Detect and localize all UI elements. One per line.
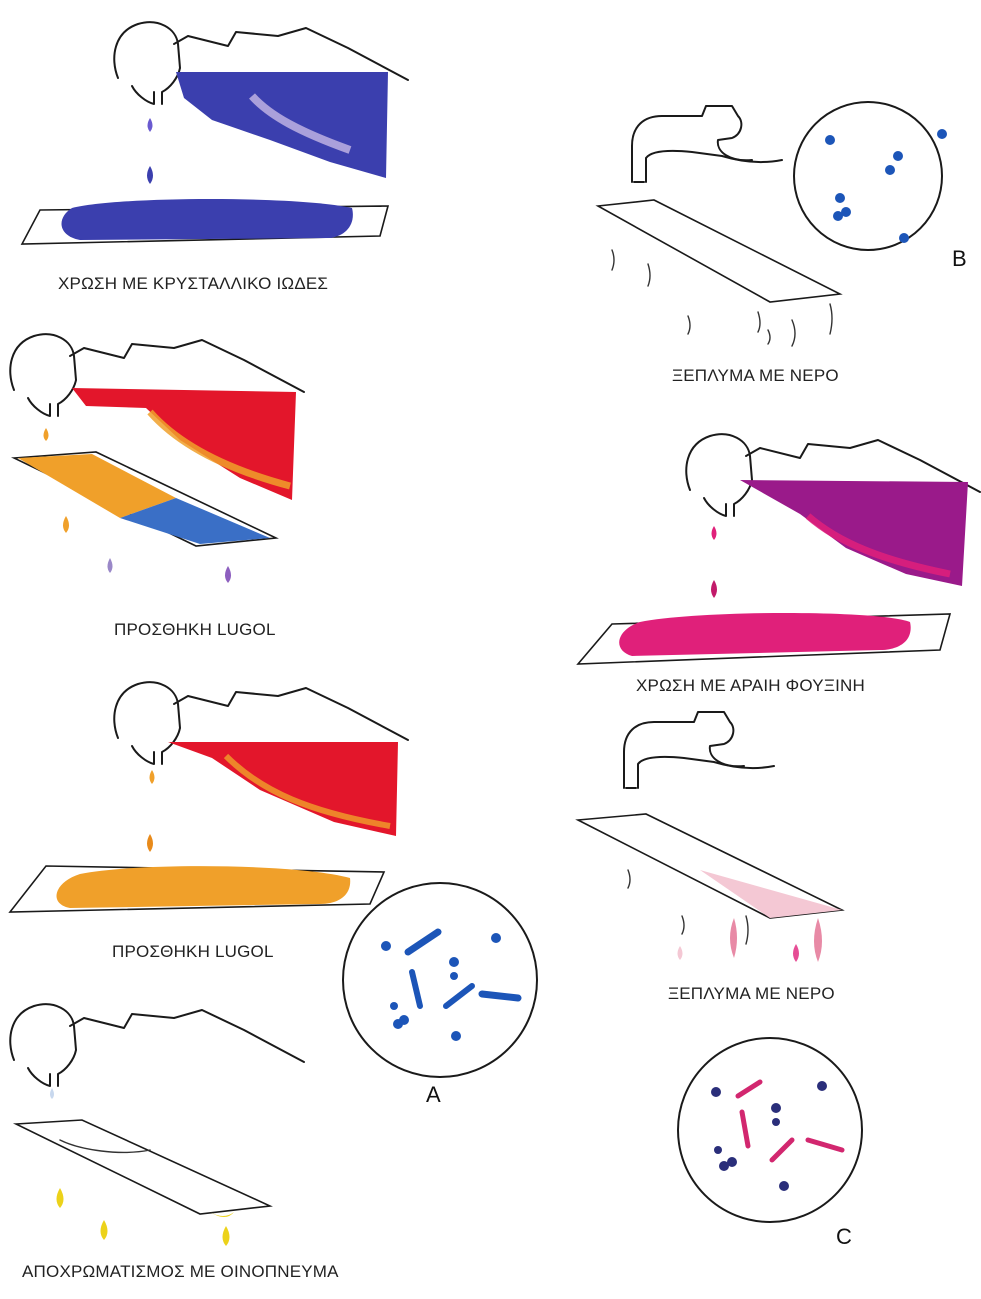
caption-fuchsin: ΧΡΩΣΗ ΜΕ ΑΡΑΙΗ ΦΟΥΞΙΝΗ — [636, 676, 865, 696]
violet-stain — [62, 199, 353, 240]
step-decolorize — [10, 1004, 304, 1246]
microscope-view-b — [794, 102, 947, 250]
caption-rinse-2: ΞΕΠΛΥΜΑ ΜΕ ΝΕΡΟ — [668, 984, 835, 1004]
caption-rinse-1: ΞΕΠΛΥΜΑ ΜΕ ΝΕΡΟ — [672, 366, 839, 386]
caption-crystal-violet: ΧΡΩΣΗ ΜΕ ΚΡΥΣΤΑΛΛΙΚΟ ΙΩΔΕΣ — [58, 274, 328, 294]
glass-slide — [16, 1120, 270, 1214]
microscope-view-c — [678, 1038, 862, 1222]
step-lugol-1 — [10, 334, 304, 583]
caption-lugol-1: ΠΡΟΣΘΗΚΗ LUGOL — [114, 620, 276, 640]
caption-decolorize: ΑΠΟΧΡΩΜΑΤΙΣΜΟΣ ΜΕ ΟΙΝΟΠΝΕΥΜΑ — [22, 1262, 339, 1282]
drop — [148, 118, 153, 132]
microscope-view-a — [343, 883, 537, 1077]
glass-slide — [598, 200, 840, 302]
step-fuchsin — [578, 434, 980, 664]
caption-lugol-2: ΠΡΟΣΘΗΚΗ LUGOL — [112, 942, 274, 962]
drop — [147, 166, 153, 184]
crystal-violet-liquid — [176, 72, 388, 178]
step-lugol-2 — [10, 682, 408, 912]
panel-label-c: C — [836, 1224, 852, 1250]
panel-label-b: B — [952, 246, 967, 272]
panel-label-a: A — [426, 1082, 441, 1108]
step-crystal-violet — [22, 22, 408, 244]
step-rinse-2 — [578, 712, 842, 962]
